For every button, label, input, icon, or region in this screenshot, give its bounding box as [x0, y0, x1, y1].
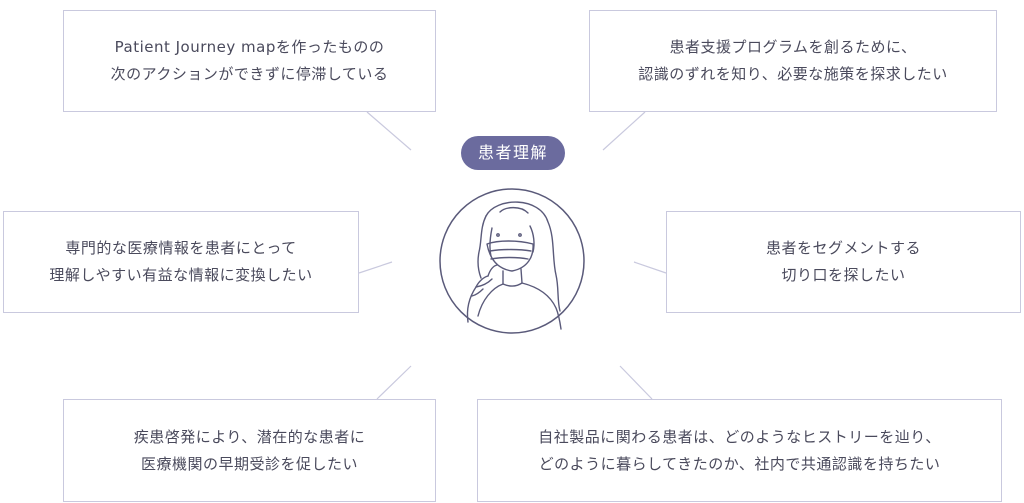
box-line: 専門的な医療情報を患者にとって	[65, 239, 297, 257]
connector-bottom-left	[376, 365, 412, 400]
center-label-badge: 患者理解	[461, 136, 565, 170]
box-line: 患者をセグメントする	[765, 239, 921, 257]
box-line: どのように暮らしてきたのか、社内で共通認識を持ちたい	[538, 454, 941, 473]
concern-box-medical-info: 専門的な医療情報を患者にとって 理解しやすい有益な情報に変換したい	[3, 211, 359, 313]
box-line: 認識のずれを知り、必要な施策を探求したい	[638, 65, 948, 83]
concern-box-disease-awareness: 疾患啓発により、潜在的な患者に 医療機関の早期受診を促したい	[63, 399, 436, 502]
connector-top-right	[602, 111, 646, 151]
box-line: 患者支援プログラムを創るために、	[669, 38, 917, 56]
concern-box-patient-journey: Patient Journey mapを作ったものの 次のアクションができずに停…	[63, 10, 436, 112]
box-line: 切り口を探したい	[781, 266, 906, 284]
concern-box-patient-history: 自社製品に関わる患者は、どのようなヒストリーを辿り、 どのように暮らしてきたのか…	[477, 399, 1002, 502]
connector-top-left	[366, 111, 412, 151]
concern-box-segmentation: 患者をセグメントする 切り口を探したい	[666, 211, 1021, 313]
box-line: 理解しやすい有益な情報に変換したい	[49, 266, 313, 284]
concern-box-support-program: 患者支援プログラムを創るために、 認識のずれを知り、必要な施策を探求したい	[589, 10, 997, 112]
masked-person-icon	[439, 188, 585, 334]
box-line: 医療機関の早期受診を促したい	[140, 454, 358, 473]
box-line: 次のアクションができずに停滞している	[110, 65, 389, 83]
connector-middle-right	[633, 261, 667, 274]
connector-bottom-right	[619, 365, 653, 400]
box-line: 疾患啓発により、潜在的な患者に	[133, 427, 366, 446]
box-line: Patient Journey mapを作ったものの	[114, 38, 385, 56]
box-line: 自社製品に関わる患者は、どのようなヒストリーを辿り、	[538, 427, 941, 446]
connector-middle-left	[358, 261, 393, 274]
